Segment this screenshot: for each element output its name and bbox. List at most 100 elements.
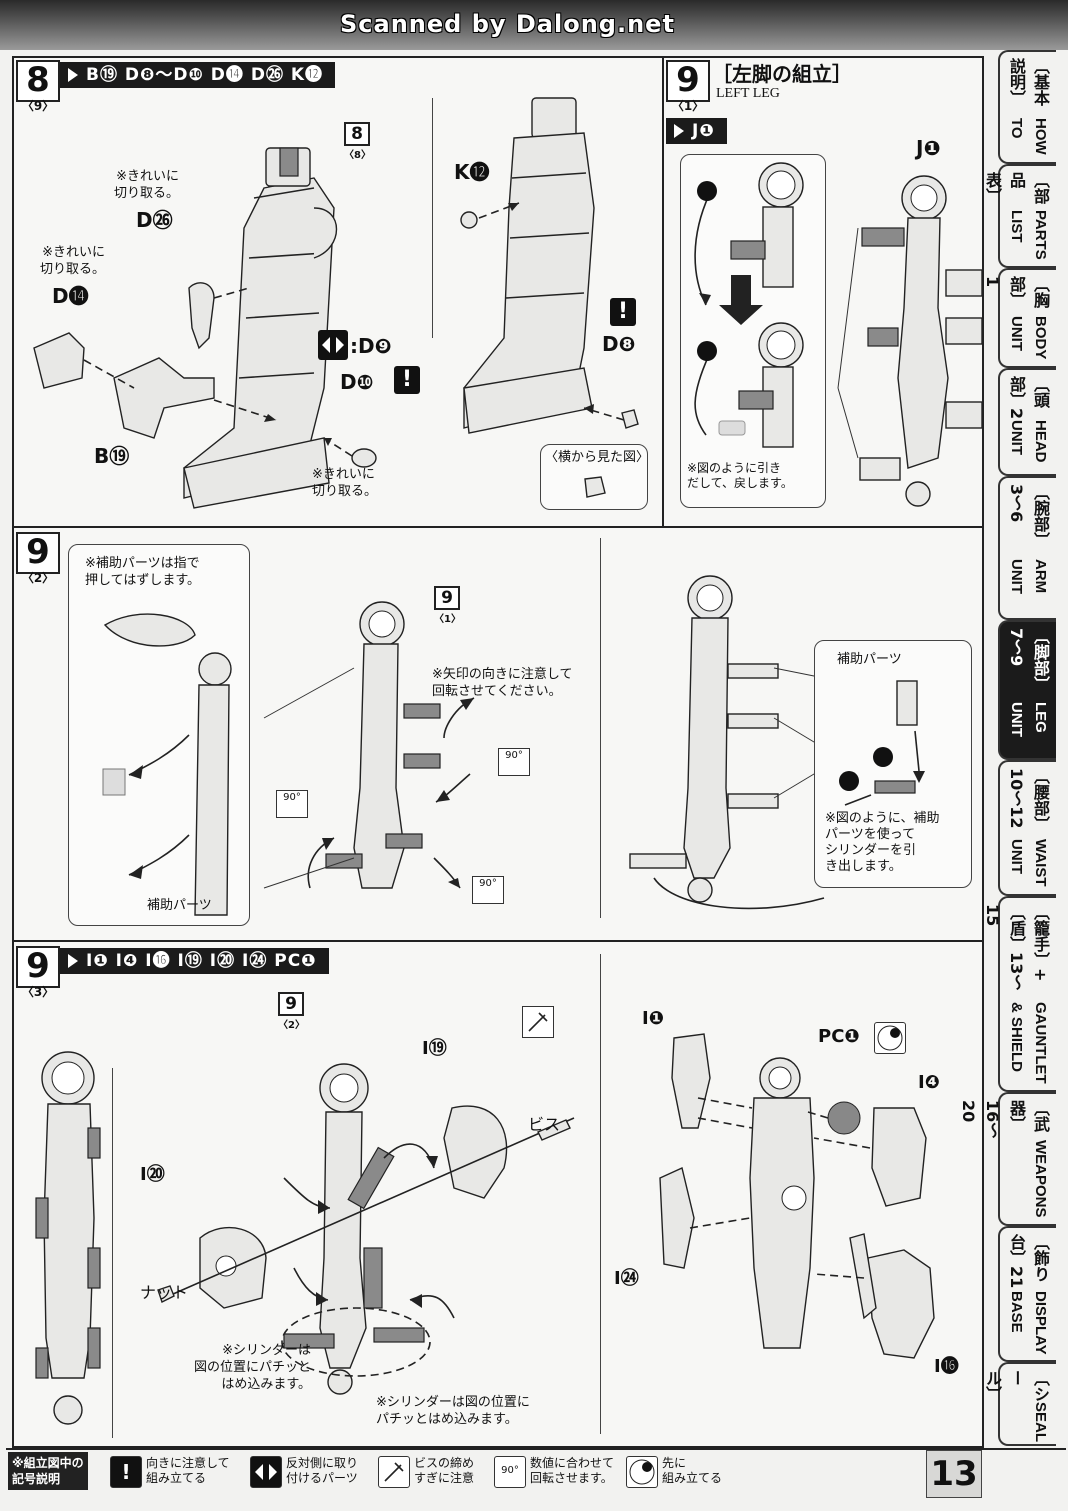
- ref-step-box: 8: [344, 122, 370, 146]
- chapter-tab-en: HEAD UNIT: [1008, 420, 1049, 463]
- step-8-diagram-right: [460, 97, 639, 434]
- ref-step-sub: 〈8〉: [344, 150, 371, 161]
- chapter-tab-en: WEAPONS: [1032, 1140, 1049, 1218]
- legend-item: 先に 組み立てる: [626, 1454, 746, 1490]
- label-screw: ビス: [528, 1115, 561, 1134]
- chapter-tab-en: ARM UNIT: [1008, 558, 1049, 594]
- chapter-tab-ja: 〔脚部〕7～9: [1007, 628, 1050, 692]
- step-number: 8: [16, 60, 60, 102]
- note-pull-back: ※図のように引き だして、戻します。: [687, 461, 793, 490]
- note-cylinder-1: ※シリンダーは 図の位置にパチッと はめ込みます。: [194, 1343, 312, 1392]
- chapter-tab-en: DISPLAY BASE: [1008, 1290, 1049, 1354]
- step-number: 9: [16, 946, 60, 988]
- side-view-label: 〈横から見た図〉: [545, 450, 650, 465]
- rotate-90-icon: 90°: [494, 1456, 526, 1488]
- sub-divider: [432, 98, 433, 338]
- legend-text: 向きに注意して 組み立てる: [146, 1456, 230, 1485]
- legend-item: 90° 数値に合わせて 回転させます。: [494, 1454, 624, 1490]
- rotate-90-icon: 90°: [472, 876, 504, 904]
- section-divider: [14, 526, 982, 528]
- leg-assembly-cover: [157, 1063, 575, 1395]
- label-d14: D⓮: [52, 284, 89, 308]
- chapter-tab[interactable]: 〔シール〕SEAL: [983, 1362, 1056, 1446]
- label-d9: :D❾: [350, 334, 392, 358]
- step-number: 9: [16, 532, 60, 574]
- sub-divider: [600, 954, 601, 1434]
- legend-item: ! 向きに注意して 組み立てる: [110, 1454, 240, 1490]
- note-cut-d10: ※きれいに 切り取る。: [312, 467, 378, 499]
- label-i1: I❶: [642, 1008, 664, 1029]
- legend-title: ※組立図中の 記号説明: [8, 1452, 88, 1490]
- rotate-90-icon: 90°: [498, 748, 530, 776]
- label-d26: D㉖: [136, 208, 173, 232]
- exclamation-icon: !: [110, 1456, 142, 1488]
- finger-detail-box: ※補助パーツは指で 押してはずします。 補助パーツ: [68, 544, 250, 926]
- ref-step-box: 9: [434, 586, 460, 610]
- label-aux-right: 補助パーツ: [837, 652, 902, 667]
- exclamation-icon: !: [394, 366, 420, 394]
- circle-dot-icon: [626, 1456, 658, 1488]
- note-pull: ※図のように、補助 パーツを使って シリンダーを引 き出します。: [825, 811, 940, 874]
- chapter-tab-ja: 〔頭部〕2: [1007, 376, 1050, 420]
- leg-armor-exploded: [659, 1033, 935, 1359]
- aux-detail-box: 補助パーツ ※図のように、補助 パーツを使って シリンダーを引 き出します。: [814, 640, 972, 888]
- label-i20: I⑳: [140, 1164, 165, 1185]
- ref-step-sub: 〈2〉: [278, 1020, 305, 1031]
- leg-frame-pull: [629, 575, 825, 910]
- step-8-diagram: [33, 147, 377, 509]
- rotate-90-icon: 90°: [276, 790, 308, 818]
- chapter-tab-inner: 〔シール〕SEAL: [983, 1364, 1056, 1444]
- chapter-tab-ja: 〔飾り台〕21: [1007, 1234, 1050, 1289]
- legend-text: 数値に合わせて 回転させます。: [530, 1456, 615, 1485]
- step-subnumber: 〈1〉: [671, 99, 705, 113]
- chapter-tab-ja: 〔籠手〕+〔盾〕13～15: [983, 904, 1050, 991]
- leg-frame-rotate: [263, 601, 475, 889]
- manual-page: 8 〈9〉 B⑲ D❽～D❿ D⓮ D㉖ K⓬ 8 〈8〉 ※きれいに 切り取る…: [12, 56, 984, 1448]
- chapter-tab-inner: 〔部品表〕PARTS LIST: [983, 166, 1056, 266]
- exclamation-icon: !: [610, 298, 636, 326]
- label-d10: D❿: [340, 370, 374, 394]
- label-aux-bottom: 補助パーツ: [147, 898, 212, 913]
- ref-step-box: 9: [278, 992, 304, 1016]
- chapter-tab-ja: 〔シール〕: [983, 1370, 1050, 1402]
- ref-step-sub: 〈1〉: [434, 614, 461, 625]
- chapter-tab-en: GAUNTLET & SHIELD: [1008, 1001, 1049, 1084]
- chapter-tab-ja: 〔基本説明〕: [1007, 58, 1050, 106]
- parts-bar: B⑲ D❽～D❿ D⓮ D㉖ K⓬: [60, 62, 336, 88]
- leg-frame-finished: [35, 1051, 101, 1425]
- parts-bar: J❶: [666, 118, 727, 144]
- step-title: ［左脚の組立］: [712, 62, 852, 86]
- reverse-arrows-icon: [318, 330, 348, 360]
- section-divider: [14, 940, 982, 942]
- chapter-tab-en: LEG UNIT: [1008, 701, 1049, 737]
- detail-box: ※図のように引き だして、戻します。: [680, 154, 826, 508]
- chapter-tab[interactable]: 〔基本説明〕HOW TO: [998, 50, 1056, 164]
- screw-icon: [378, 1456, 410, 1488]
- note-cylinder-2: ※シリンダーは図の位置に パチッとはめ込みます。: [376, 1395, 530, 1427]
- note-finger: ※補助パーツは指で 押してはずします。: [85, 556, 201, 588]
- note-cut-d26: ※きれいに 切り取る。: [114, 169, 180, 201]
- step-divider: [662, 58, 664, 526]
- label-nut: ナット: [140, 1283, 189, 1302]
- chapter-tab[interactable]: 〔部品表〕PARTS LIST: [983, 164, 1056, 268]
- chapter-tab-en: PARTS LIST: [1008, 210, 1049, 260]
- legend-item: ビスの締め すぎに注意: [378, 1454, 498, 1490]
- chapter-tab-en: SEAL: [1032, 1402, 1049, 1443]
- label-i16: I⓰: [934, 1356, 959, 1377]
- step-number: 9: [666, 60, 710, 102]
